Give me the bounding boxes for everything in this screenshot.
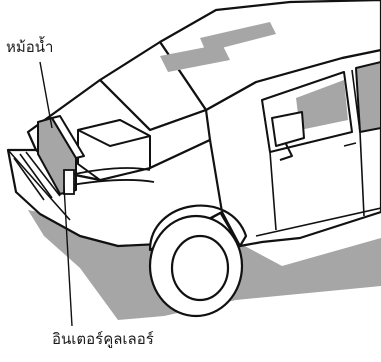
- intercooler-core: [64, 170, 74, 194]
- rear-side-window: [356, 62, 381, 132]
- intercooler-label: อินเตอร์คูลเลอร์: [52, 332, 154, 347]
- front-wheel-rim: [172, 236, 228, 300]
- radiator-label: หม้อน้ำ: [6, 40, 53, 55]
